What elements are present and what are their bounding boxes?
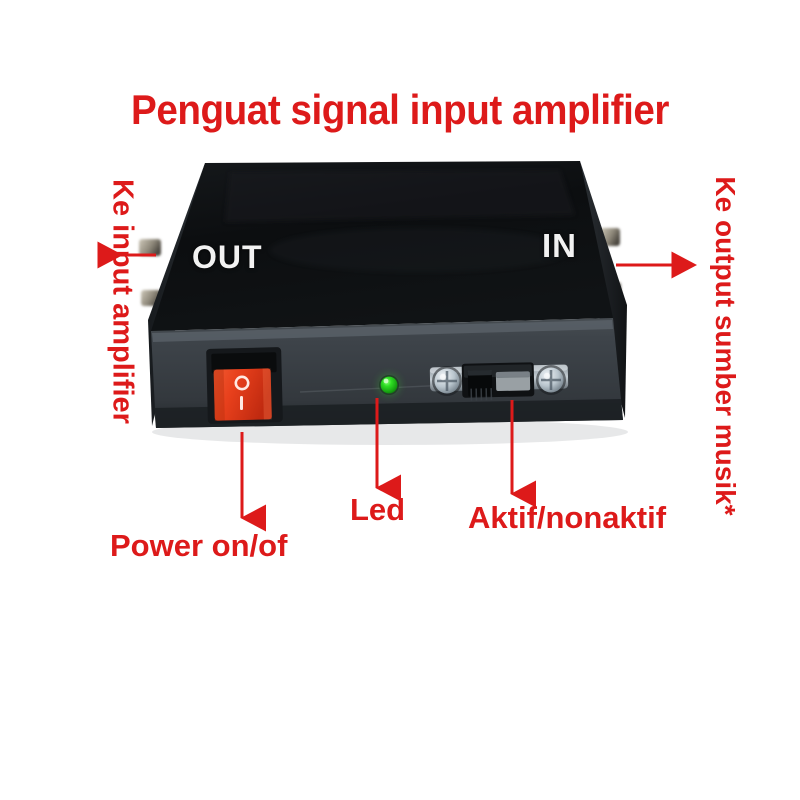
screw-left [432, 366, 462, 396]
rca-connectors-left [139, 239, 161, 306]
device-right-face [580, 161, 627, 418]
callout-label-aktif-nonaktif: Aktif/nonaktif [468, 500, 667, 535]
device-label-in: IN [542, 227, 577, 264]
device-left-face [148, 163, 205, 426]
device-front-face [151, 318, 623, 428]
rca-connectors-right [600, 228, 621, 300]
callout-label-led: Led [350, 492, 406, 527]
screw-right [536, 365, 566, 395]
power-rocker-switch-graphic [206, 347, 283, 424]
status-led-graphic [378, 374, 400, 396]
callout-label-power-on-of: Power on/of [110, 528, 288, 563]
device-label-out: OUT [192, 239, 263, 275]
bypass-slide-switch-graphic [429, 362, 569, 401]
callout-label-ke-output-sumber-musik: Ke output sumber musik* [710, 176, 741, 516]
callout-label-ke-input-amplifier: Ke input amplifier [106, 179, 139, 424]
page-title: Penguat signal input amplifier [131, 86, 669, 133]
